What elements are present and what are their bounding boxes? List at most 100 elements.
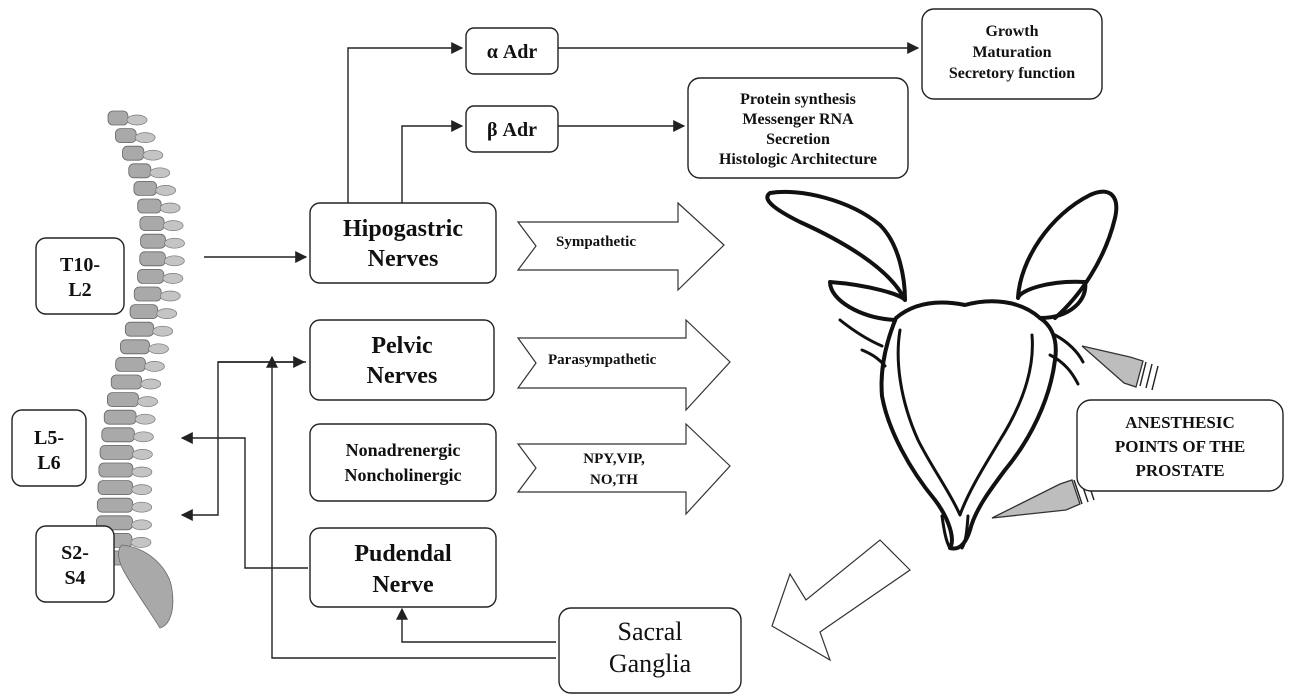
nanc-line-1: Nonadrenergic (346, 440, 461, 460)
t10-l2-line-1: T10- (60, 254, 100, 276)
anesthesic-line-3: PROSTATE (1135, 461, 1224, 480)
arrow-sacral-to-pelvic (266, 355, 556, 659)
beta-effect-2: Messenger RNA (742, 111, 854, 128)
vertebra-process (131, 484, 153, 495)
beta-adr-box: β Adr (465, 105, 559, 153)
alpha-effect-2: Maturation (972, 44, 1051, 61)
alpha-adr-box: α Adr (465, 27, 559, 75)
vertebra-process (132, 449, 153, 460)
spinal-level-t10-l2: T10- L2 (35, 237, 125, 315)
alpha-effect-3: Secretory function (949, 65, 1075, 82)
arrow-sacral-to-pudendal (396, 607, 556, 643)
parasympathetic-arrow: Parasympathetic (516, 318, 731, 412)
vertebra (97, 480, 134, 496)
vertebra-process (142, 149, 164, 161)
vertebra (122, 145, 145, 161)
l5-l6-line-1: L5- (34, 427, 64, 449)
vertebra-process (137, 396, 158, 407)
vertebra-process (144, 361, 165, 372)
arrow-to-alpha-adr (347, 42, 464, 203)
vertebra-process (149, 167, 171, 179)
vertebra (101, 427, 135, 443)
beta-effects-box: Protein synthesis Messenger RNA Secretio… (687, 77, 909, 179)
nanc-nerves-box: Nonadrenergic Noncholinergic (309, 423, 497, 502)
sacral-ganglia-box: Sacral Ganglia (558, 607, 742, 694)
sacrum (118, 544, 174, 629)
vertebra-process (131, 519, 152, 531)
beta-adr-label: β Adr (487, 119, 537, 141)
vertebra (103, 409, 137, 425)
pelvic-nerves-box: Pelvic Nerves (309, 319, 495, 401)
vertebra-process (159, 202, 181, 214)
pudendal-line-2: Nerve (372, 572, 434, 598)
spine-illustration (92, 110, 185, 629)
vertebra (115, 356, 146, 372)
vertebra (98, 462, 134, 478)
sacral-ganglia-line-2: Ganglia (609, 649, 692, 678)
pudendal-line-1: Pudendal (354, 541, 452, 567)
parasympathetic-label: Parasympathetic (548, 352, 657, 368)
vertebra-process (164, 237, 185, 249)
vertebra (124, 321, 155, 337)
return-arrow (771, 539, 911, 662)
vertebra-process (134, 132, 156, 143)
l5-l6-line-2: L6 (37, 452, 60, 474)
s2-s4-line-2: S4 (64, 567, 85, 589)
vertebra-process (126, 114, 148, 126)
vertebra-process (162, 273, 184, 284)
vertebra-process (152, 325, 174, 337)
nanc-pathway-line-2: NO,TH (590, 472, 638, 488)
vertebra-process (164, 255, 185, 267)
hipogastric-line-2: Nerves (368, 246, 439, 272)
vertebra-process (131, 501, 153, 513)
vertebra (120, 339, 150, 355)
vertebra-process (159, 290, 181, 302)
alpha-effect-1: Growth (985, 23, 1038, 40)
s2-s4-line-1: S2- (61, 542, 89, 564)
t10-l2-line-2: L2 (68, 279, 91, 301)
anesthesic-line-1: ANESTHESIC (1125, 413, 1235, 432)
vertebra (110, 374, 143, 390)
pelvic-line-2: Nerves (367, 363, 438, 389)
pudendal-nerve-box: Pudendal Nerve (309, 527, 497, 608)
vertebra (133, 180, 158, 196)
nanc-pathway-arrow: NPY,VIP, NO,TH (516, 422, 731, 516)
vertebra-process (130, 537, 152, 548)
sympathetic-arrow: Sympathetic (516, 201, 725, 292)
vertebra (128, 163, 152, 179)
vertebra (133, 286, 162, 302)
vertebra (139, 251, 166, 267)
hipogastric-nerves-box: Hipogastric Nerves (309, 202, 497, 284)
vertebra (107, 110, 129, 126)
vertebra-process (133, 431, 154, 443)
vertebra-process (155, 185, 177, 196)
vertebra (137, 268, 165, 284)
vertebra-process (162, 220, 184, 231)
beta-effect-4: Histologic Architecture (719, 151, 877, 168)
vertebra-process (131, 466, 153, 478)
vertebra (115, 128, 137, 144)
nanc-line-2: Noncholinergic (345, 465, 462, 485)
vertebra-process (156, 308, 178, 319)
vertebra-process (140, 378, 162, 390)
sympathetic-label: Sympathetic (556, 234, 636, 250)
sacral-ganglia-line-1: Sacral (618, 617, 683, 646)
vertebra (106, 392, 139, 408)
vertebra (139, 216, 165, 232)
pelvic-line-1: Pelvic (371, 333, 433, 359)
prostate-illustration (765, 189, 1119, 551)
anesthesic-points-box: ANESTHESIC POINTS OF THE PROSTATE (1076, 399, 1284, 492)
arrow-to-l5-l6 (180, 432, 308, 569)
needle-icon (1081, 345, 1159, 391)
alpha-effects-box: Growth Maturation Secretory function (921, 8, 1103, 100)
beta-effect-1: Protein synthesis (740, 91, 856, 108)
alpha-adr-label: α Adr (487, 41, 538, 63)
vertebra (140, 233, 166, 249)
arrow-to-beta-adr (401, 120, 464, 203)
vertebra (137, 198, 162, 214)
vertebra (129, 304, 159, 320)
nanc-pathway-line-1: NPY,VIP, (583, 451, 645, 467)
connectors (180, 42, 920, 659)
